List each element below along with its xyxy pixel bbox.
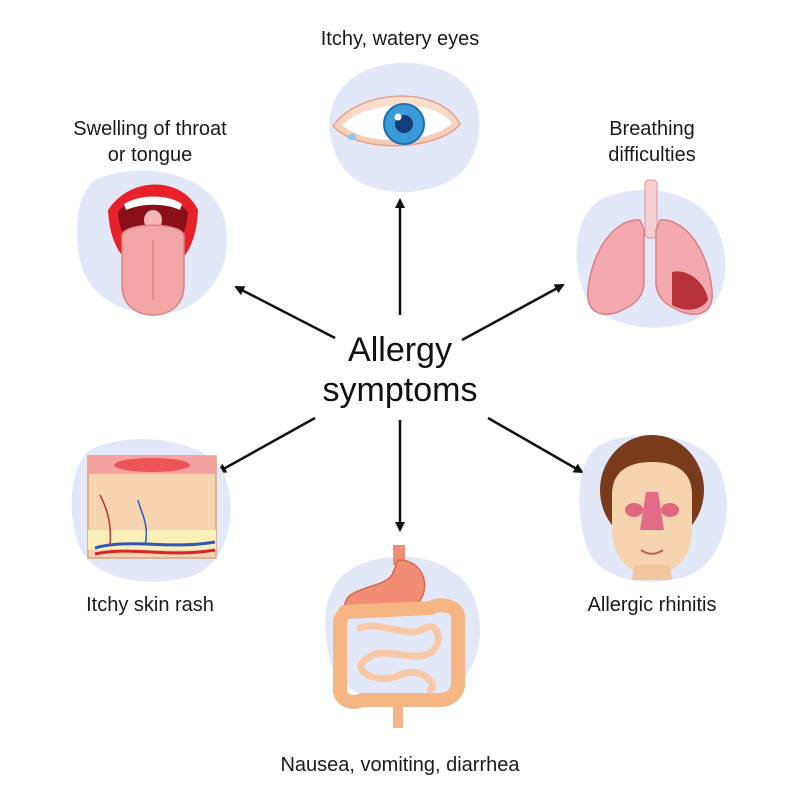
small-intestine xyxy=(356,622,442,694)
label-rhinitis: Allergic rhinitis xyxy=(587,594,717,616)
tear-drop xyxy=(347,133,357,140)
skin-illustration xyxy=(71,439,231,582)
arrows xyxy=(216,198,584,532)
rash-spot xyxy=(114,458,190,472)
teeth xyxy=(124,196,182,210)
left-lung xyxy=(587,219,645,315)
artery xyxy=(94,548,216,556)
nerve-branch-2 xyxy=(137,499,148,546)
eye-illustration xyxy=(329,62,480,192)
neck xyxy=(632,565,672,580)
lung-inflamed-area xyxy=(672,271,708,310)
large-intestine xyxy=(333,598,466,709)
mouth-illustration xyxy=(76,170,228,316)
nasal-cavity xyxy=(640,492,664,530)
fat-layer xyxy=(88,530,216,550)
face-illustration xyxy=(579,435,727,582)
center-title-line2: symptoms xyxy=(322,371,478,409)
digestive-illustration xyxy=(325,545,480,728)
arrow-throat xyxy=(234,285,336,340)
right-sinus xyxy=(661,503,679,517)
lungs-illustration xyxy=(576,179,726,328)
label-breathing-line2: difficulties xyxy=(608,144,696,166)
left-sinus xyxy=(625,503,643,517)
vein xyxy=(94,540,216,550)
eye-glint xyxy=(394,113,402,121)
arrow-breathing xyxy=(461,283,565,342)
nerve-branch xyxy=(99,494,112,546)
arrow-skin xyxy=(216,416,316,474)
label-throat: Swelling of throat or tongue xyxy=(50,116,250,168)
mouth xyxy=(640,549,664,555)
arrow-rhinitis xyxy=(487,416,584,474)
center-title-line1: Allergy xyxy=(348,331,452,369)
label-digestive: Nausea, vomiting, diarrhea xyxy=(280,754,520,776)
label-eyes: Itchy, watery eyes xyxy=(320,28,480,50)
label-breathing-line1: Breathing xyxy=(609,118,695,140)
label-skin: Itchy skin rash xyxy=(86,594,214,616)
label-throat-line2: or tongue xyxy=(107,144,193,166)
label-throat-line1: Swelling of throat xyxy=(73,118,227,140)
center-title: Allergy symptoms xyxy=(300,330,500,410)
label-breathing: Breathing difficulties xyxy=(552,116,752,168)
trachea xyxy=(644,179,658,239)
